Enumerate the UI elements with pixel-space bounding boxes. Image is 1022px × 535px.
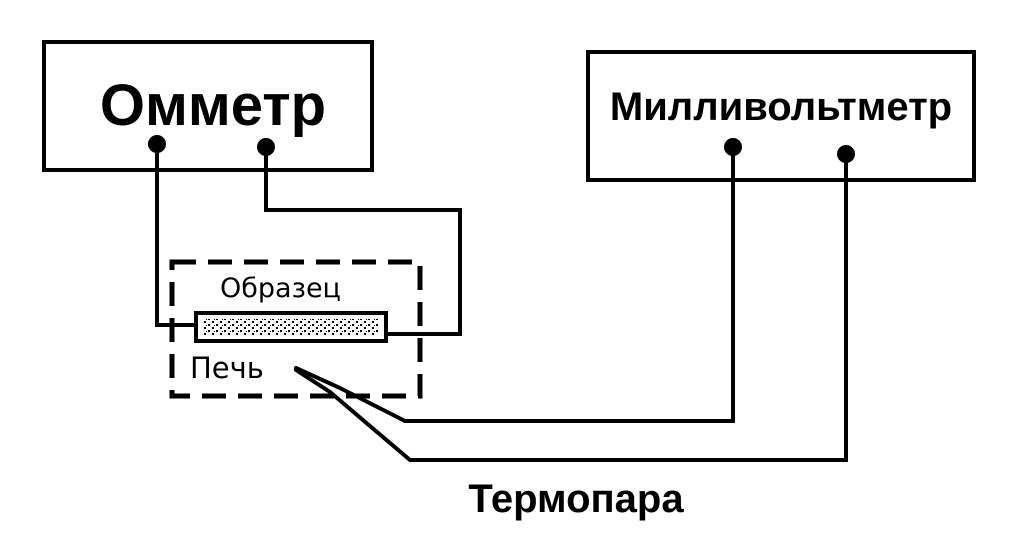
ohmmeter-box (42, 40, 374, 172)
furnace-label: Печь (190, 351, 264, 385)
millivoltmeter-box (586, 50, 976, 182)
furnace-enclosure (169, 259, 423, 399)
millivoltmeter-device: Милливольтметр (586, 50, 976, 182)
sample-material (203, 319, 379, 335)
ohmmeter-label: Омметр (100, 73, 326, 138)
wire-thermocouple-b (294, 154, 848, 462)
thermocouple-label: Термопара (468, 477, 684, 521)
millivoltmeter-label: Милливольтметр (610, 85, 952, 129)
wire-thermocouple-a (294, 147, 735, 423)
ohmmeter-wires (155, 146, 462, 336)
wire-ohmmeter-left (155, 146, 196, 327)
ohmmeter-terminal-right (257, 138, 275, 156)
wire-ohmmeter-right (264, 149, 462, 336)
thermocouple-wires (294, 147, 848, 462)
ohmmeter-terminal-left (148, 135, 166, 153)
sample-label: Образец (220, 273, 341, 304)
ohmmeter-device: Омметр (42, 40, 374, 172)
